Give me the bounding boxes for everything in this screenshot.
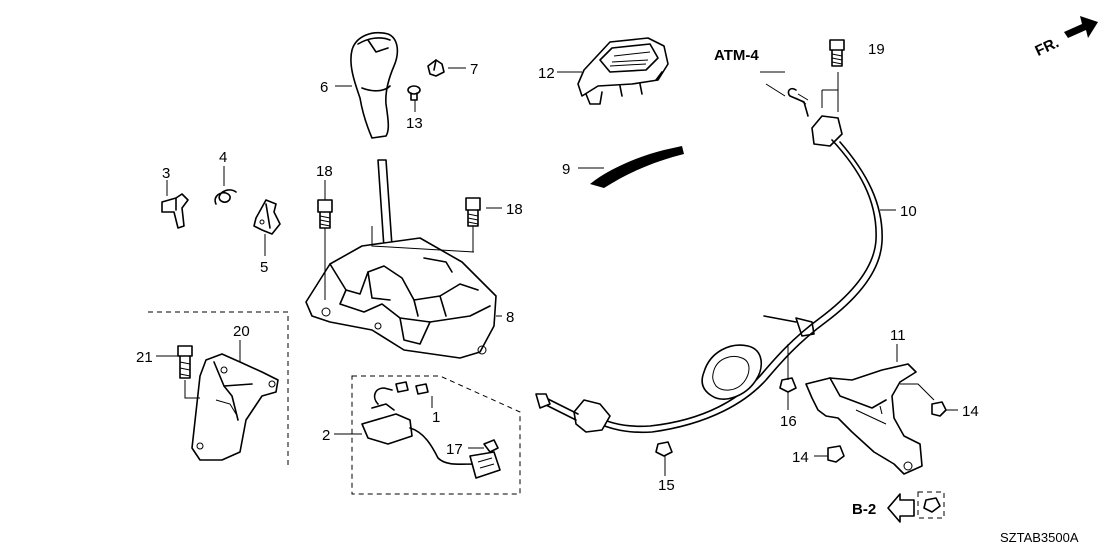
callout-2: 2 <box>322 427 330 444</box>
cable-bracket[interactable] <box>805 363 923 475</box>
switch-assembly-box <box>351 375 521 495</box>
callout-8: 8 <box>506 309 514 326</box>
callout-20: 20 <box>233 323 250 340</box>
nut-16[interactable] <box>779 377 797 393</box>
callout-9: 9 <box>562 161 570 178</box>
front-label: FR. <box>1033 34 1062 60</box>
select-cable[interactable] <box>535 87 883 434</box>
callout-labels: 1 2 3 4 5 6 7 8 9 10 11 12 13 14 14 15 1… <box>136 41 979 494</box>
bolt-18-left[interactable] <box>317 199 333 229</box>
callout-21: 21 <box>136 349 153 366</box>
callout-14-right: 14 <box>962 403 979 420</box>
clip-part[interactable] <box>427 59 445 77</box>
callout-14-lower: 14 <box>792 449 809 466</box>
callout-16: 16 <box>780 413 797 430</box>
callout-15: 15 <box>658 477 675 494</box>
switch-harness[interactable] <box>361 381 501 479</box>
mount-bracket-box <box>148 311 289 466</box>
nut-14-right[interactable] <box>931 401 947 417</box>
solenoid-part-5[interactable] <box>253 199 281 235</box>
nut-15[interactable] <box>655 441 673 457</box>
callout-11: 11 <box>890 327 906 344</box>
callout-4: 4 <box>219 149 227 166</box>
callout-3: 3 <box>162 165 170 182</box>
callout-7: 7 <box>470 61 478 78</box>
leader-lines <box>156 67 958 476</box>
front-arrow-icon <box>1064 16 1098 38</box>
clip-17[interactable] <box>483 439 499 453</box>
callout-12: 12 <box>538 65 555 82</box>
callout-10: 10 <box>900 203 917 220</box>
callout-13: 13 <box>406 115 423 132</box>
b2-reference: B-2 <box>852 493 915 523</box>
atm-ref-label: ATM-4 <box>714 47 759 64</box>
b2-ref-label: B-2 <box>852 501 876 518</box>
bolt-18-right[interactable] <box>465 197 481 227</box>
lock-part-3[interactable] <box>161 193 189 229</box>
diagram-code: SZTAB3500A <box>1000 530 1079 545</box>
front-direction-marker: FR. <box>1033 16 1098 60</box>
callout-1: 1 <box>432 409 440 426</box>
bolt-21[interactable] <box>177 345 193 379</box>
callout-19: 19 <box>868 41 885 58</box>
callout-5: 5 <box>260 259 268 276</box>
bolt-19[interactable] <box>829 39 845 67</box>
left-arrow-icon <box>887 493 915 523</box>
callout-18-right: 18 <box>506 201 523 218</box>
nut-14-lower[interactable] <box>827 445 845 463</box>
callout-6: 6 <box>320 79 328 96</box>
shift-knob[interactable] <box>350 32 399 139</box>
escutcheon-plate[interactable] <box>590 146 684 188</box>
spring-part-4[interactable] <box>214 189 237 205</box>
atm-reference: ATM-4 <box>714 47 759 64</box>
indicator-panel[interactable] <box>577 37 669 105</box>
shift-lever-assembly[interactable] <box>305 159 497 359</box>
callout-18-left: 18 <box>316 163 333 180</box>
callout-17: 17 <box>446 441 463 458</box>
mount-bracket[interactable] <box>191 353 279 461</box>
screw-part[interactable] <box>407 85 421 101</box>
b2-nut[interactable] <box>917 491 945 519</box>
